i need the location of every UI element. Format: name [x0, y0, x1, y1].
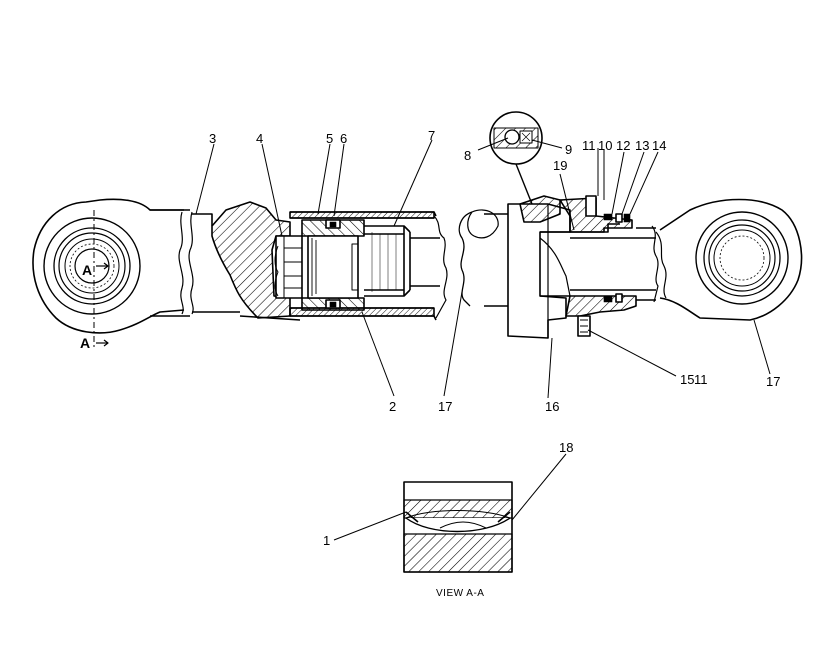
cylinder-head — [211, 201, 301, 321]
left-rod-neck — [150, 209, 240, 317]
callout-5: 5 — [326, 131, 333, 146]
gland-lower-section — [565, 293, 637, 337]
callout-16: 16 — [545, 399, 559, 414]
callout-10: 10 — [598, 138, 612, 153]
view-a-a-section — [403, 481, 513, 573]
left-rod-eye — [32, 198, 185, 350]
callout-17-right: 17 — [766, 374, 780, 389]
callout-11-bottom: 11 — [694, 372, 708, 387]
piston-nut — [274, 235, 303, 299]
callout-12: 12 — [616, 138, 630, 153]
piston — [301, 219, 365, 311]
section-mark-upper: A — [82, 262, 92, 278]
callout-1: 1 — [323, 533, 330, 548]
callout-9: 9 — [565, 142, 572, 157]
callout-19: 19 — [553, 158, 567, 173]
callout-17-left: 17 — [438, 399, 452, 414]
callout-4: 4 — [256, 131, 263, 146]
leader-lines — [195, 137, 771, 541]
seal-detail-circle — [489, 111, 543, 205]
callout-15: 15 — [680, 372, 694, 387]
piston-rod — [364, 225, 440, 297]
callout-18: 18 — [559, 440, 573, 455]
callout-14: 14 — [652, 138, 666, 153]
right-rod-eye — [655, 198, 803, 321]
callout-7: 7 — [428, 128, 435, 143]
callout-3: 3 — [209, 131, 216, 146]
right-rod — [570, 225, 659, 303]
section-mark-lower: A — [80, 335, 90, 351]
callout-8: 8 — [464, 148, 471, 163]
callout-11-top: 11 — [582, 138, 596, 153]
gland-upper-section — [559, 195, 633, 233]
callout-13: 13 — [635, 138, 649, 153]
callout-labels: 3 4 5 6 7 2 8 9 19 11 10 12 13 14 15 11 … — [80, 128, 780, 599]
view-caption: VIEW A-A — [436, 588, 484, 599]
callout-6: 6 — [340, 131, 347, 146]
callout-2: 2 — [389, 399, 396, 414]
